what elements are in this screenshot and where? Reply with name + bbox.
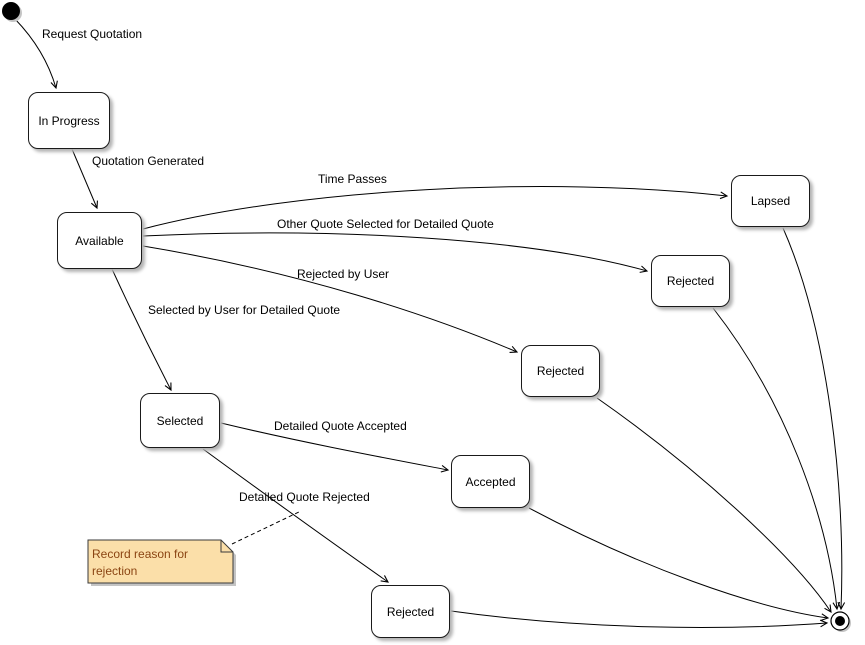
transition-available-to-rejected-mid — [142, 245, 519, 353]
transition-selected-to-accepted — [220, 422, 450, 473]
state-rejected-top-label: Rejected — [666, 274, 715, 288]
transition-label-other-quote-selected: Other Quote Selected for Detailed Quote — [277, 217, 494, 231]
transition-initial-to-in-progress — [14, 18, 58, 90]
transition-label-detailed-quote-accepted: Detailed Quote Accepted — [274, 419, 407, 433]
state-rejected-mid-label: Rejected — [536, 364, 585, 378]
transition-label-quotation-generated: Quotation Generated — [92, 154, 205, 168]
state-in-progress-label: In Progress — [38, 113, 100, 128]
transition-rejected-top-to-final — [712, 307, 841, 611]
initial-state-icon — [2, 2, 20, 20]
final-state-inner-icon — [835, 616, 845, 626]
transition-available-to-selected — [111, 268, 172, 392]
state-in-progress: In Progress — [28, 92, 110, 149]
transition-label-selected-by-user: Selected by User for Detailed Quote — [148, 303, 341, 317]
transition-in-progress-to-available — [71, 148, 98, 210]
note-text: Record reason for rejection — [92, 547, 189, 578]
transition-lapsed-to-final — [782, 227, 846, 611]
state-rejected-mid: Rejected — [521, 345, 600, 397]
note-fold-corner-icon — [220, 540, 233, 553]
transition-accepted-to-final — [528, 507, 830, 621]
transition-selected-to-rejected-bottom — [202, 448, 389, 583]
note-shape — [87, 539, 234, 584]
transition-label-rejected-by-user: Rejected by User — [297, 267, 390, 281]
state-accepted-label: Accepted — [465, 474, 516, 489]
transition-rejected-bottom-to-final — [450, 610, 829, 628]
state-selected-label: Selected — [156, 413, 204, 428]
transition-rejected-mid-to-final — [596, 397, 832, 614]
state-rejected-bottom-label: Rejected — [386, 604, 435, 619]
state-lapsed: Lapsed — [731, 175, 810, 227]
state-accepted: Accepted — [451, 455, 530, 508]
transition-available-to-rejected-top — [142, 232, 649, 273]
state-rejected-bottom: Rejected — [371, 585, 450, 638]
note-anchor-line — [231, 510, 302, 545]
state-available: Available — [57, 212, 142, 269]
transition-available-to-lapsed — [142, 186, 729, 230]
state-rejected-top: Rejected — [651, 255, 730, 307]
transition-label-time-passes: Time Passes — [318, 172, 387, 186]
state-selected: Selected — [140, 393, 220, 448]
state-lapsed-label: Lapsed — [750, 194, 791, 208]
transition-label-request-quotation: Request Quotation — [42, 27, 143, 41]
transition-label-detailed-quote-rejected: Detailed Quote Rejected — [239, 490, 370, 504]
state-available-label: Available — [75, 233, 124, 248]
